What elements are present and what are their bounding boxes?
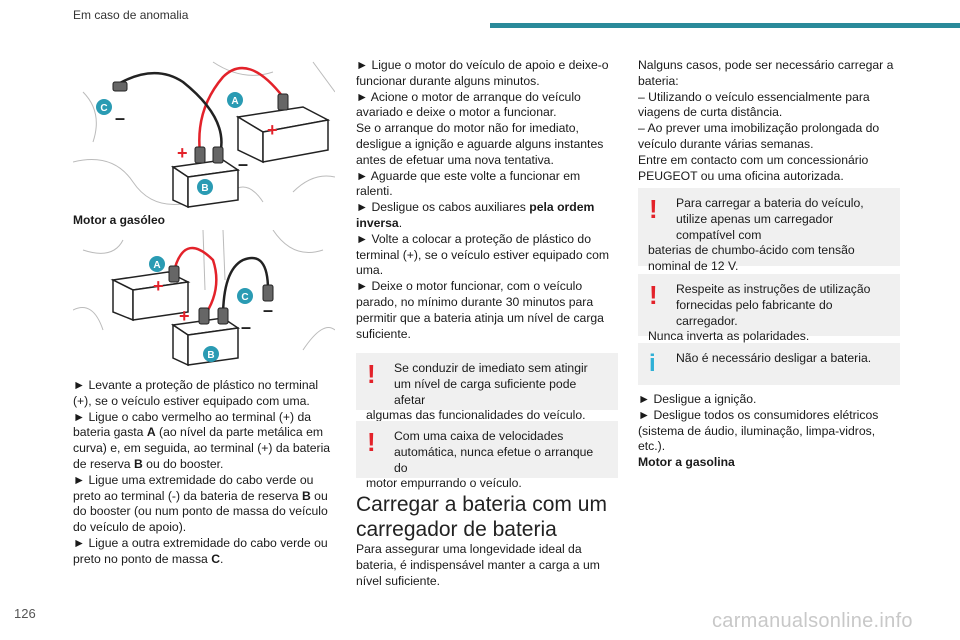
label-a-diesel: A	[153, 260, 160, 271]
header-rule	[490, 23, 960, 28]
figure-diesel-jumpstart: A C B + + – –	[73, 230, 335, 370]
warning-note: ! Com uma caixa de velocidades automátic…	[356, 421, 618, 490]
col2-steps: ► Ligue o motor do veículo de apoio e de…	[356, 58, 610, 341]
minus-sign: –	[241, 317, 251, 337]
plus-sign: +	[177, 143, 188, 163]
col1-steps: ► Levante a proteção de plástico no term…	[73, 378, 331, 566]
watermark: carmanualsonline.info	[712, 610, 913, 632]
warning-note: ! Para carregar a bateria do veículo, ut…	[638, 188, 900, 273]
minus-sign: –	[115, 108, 125, 128]
page-number: 126	[14, 606, 36, 621]
battery-a	[235, 106, 331, 164]
section-heading: Carregar a bateria com um carregador de …	[356, 493, 607, 541]
warning-note: ! Respeite as instruções de utilização f…	[638, 274, 900, 343]
col3-intro: Nalguns casos, pode ser necessário carre…	[638, 58, 894, 183]
figure-petrol-jumpstart: C A B + + – –	[73, 52, 335, 209]
plus-sign: +	[179, 306, 190, 326]
minus-sign: –	[263, 300, 273, 320]
col3-steps: ► Desligue a ignição. ► Desligue todos o…	[638, 392, 879, 470]
info-icon: i	[649, 350, 656, 377]
plus-sign: +	[267, 120, 278, 140]
plus-sign: +	[153, 276, 164, 296]
col2-intro: Para assegurar uma longevidade ideal da …	[356, 542, 600, 588]
warning-icon: !	[649, 280, 658, 310]
label-b-diesel: B	[207, 350, 214, 361]
info-note: i Não é necessário desligar a bateria.	[638, 343, 900, 385]
label-a-petrol: A	[231, 96, 238, 107]
caption-diesel: Motor a gasóleo	[73, 213, 166, 227]
label-c-petrol: C	[100, 103, 107, 114]
warning-icon: !	[367, 359, 376, 389]
label-c-diesel: C	[241, 292, 248, 303]
warning-icon: !	[649, 194, 658, 224]
section-title: Em caso de anomalia	[73, 8, 189, 22]
warning-note: ! Se conduzir de imediato sem atingir um…	[356, 353, 618, 422]
battery-b	[170, 159, 241, 209]
warning-icon: !	[367, 427, 376, 457]
minus-sign: –	[238, 154, 248, 174]
label-b-petrol: B	[201, 183, 208, 194]
